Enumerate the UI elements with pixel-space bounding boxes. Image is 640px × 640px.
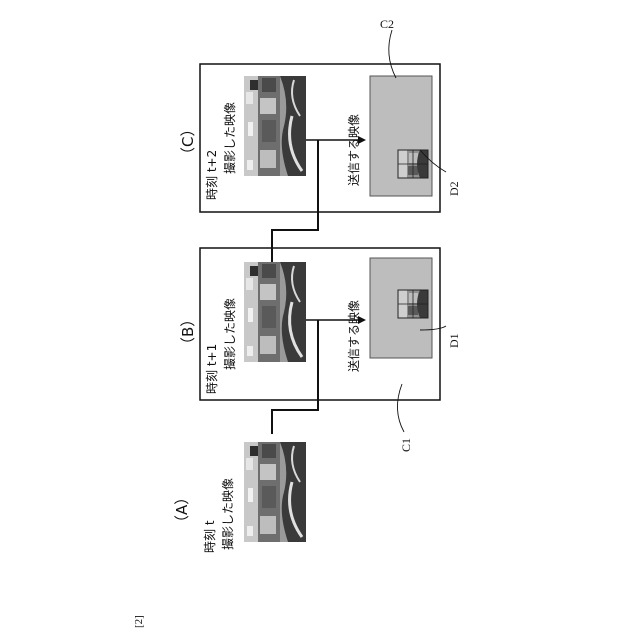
panel-b-captured-label: 撮影した映像 [223,298,237,370]
panel-c-sent-label: 送信する映像 [346,114,361,186]
panel-b-time: 時刻 t+1 [205,344,219,394]
panel-a-time: 時刻 t [203,520,217,553]
panel-c-time: 時刻 t+2 [205,150,219,200]
panel-c-captured-image [244,76,306,176]
panel-a-captured-label: 撮影した映像 [221,478,235,550]
panel-a: （A） 時刻 t 撮影した映像 [173,442,306,553]
panel-b-title: （B） [179,312,197,352]
panel-b-captured-image [244,262,306,362]
panel-a-title: （A） [173,490,191,530]
panel-b: （B） 時刻 t+1 撮影した映像 送信する映像 [179,248,440,400]
panel-c-title: （C） [179,122,197,162]
figure-label: [2] [133,615,145,628]
panel-c: （C） 時刻 t+2 撮影した映像 送信する映像 [179,64,440,212]
callout-c1-line [397,384,404,432]
callout-c1: C1 [399,438,413,452]
callout-d1: D1 [447,333,461,348]
panel-b-sent-label: 送信する映像 [346,300,361,372]
callout-c2: C2 [380,17,394,31]
panel-b-roi [398,290,428,318]
callout-c2-line [389,30,396,78]
panel-c-captured-label: 撮影した映像 [223,102,237,174]
panel-a-captured-image [244,442,306,542]
callout-d2: D2 [447,181,461,196]
